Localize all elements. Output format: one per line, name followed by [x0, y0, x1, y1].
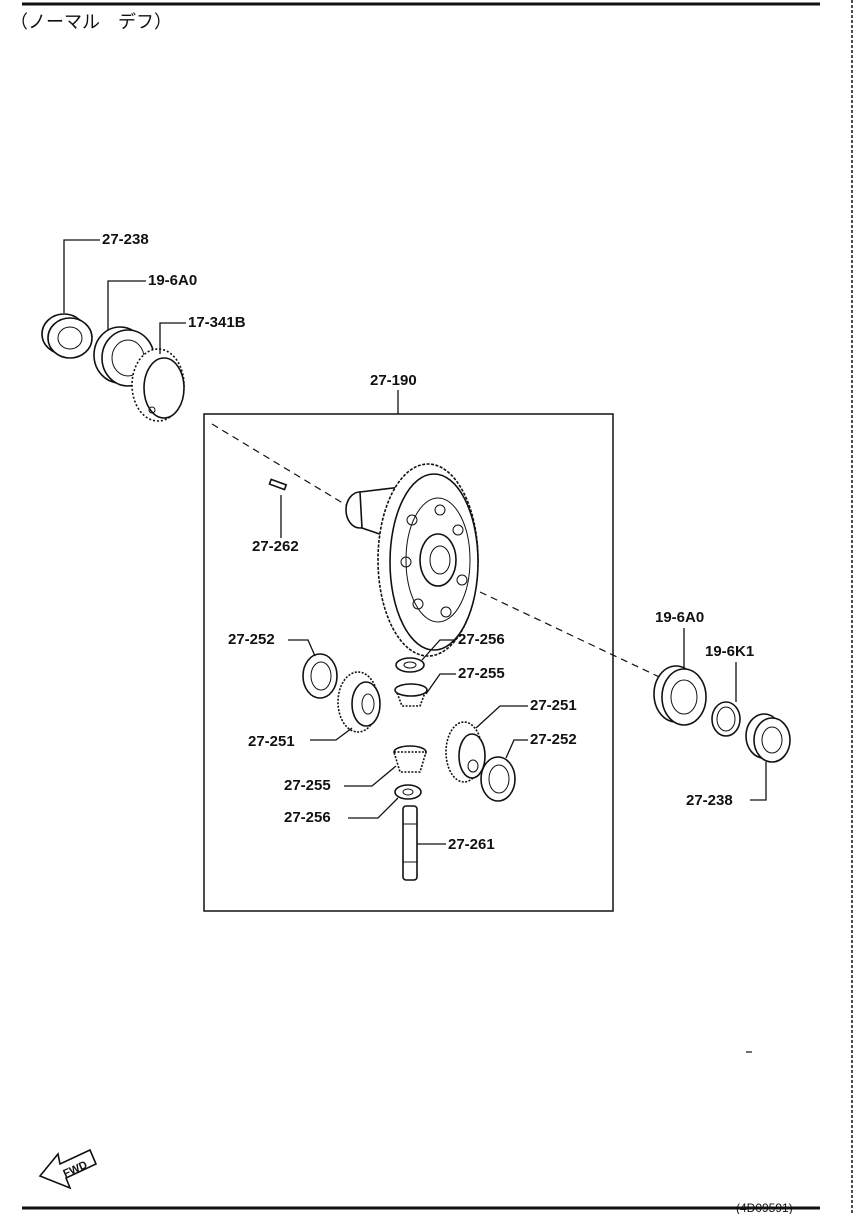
label-27-261: 27-261 — [448, 836, 495, 853]
thrust-washer-left[interactable] — [302, 653, 338, 699]
bearing-right[interactable] — [653, 665, 707, 726]
label-19-6K1: 19-6K1 — [705, 643, 754, 660]
bearing-outer-right[interactable] — [745, 713, 791, 763]
side-gear-left[interactable] — [337, 671, 381, 733]
leader-27-251-left — [310, 727, 353, 741]
label-19-6A0-left: 19-6A0 — [148, 272, 197, 289]
label-27-238-right: 27-238 — [686, 792, 733, 809]
shim-right-hole — [716, 706, 736, 732]
label-27-255-bottom: 27-255 — [284, 777, 331, 794]
pinion-washer-top-hole — [403, 661, 417, 669]
diff-assembly-box — [203, 413, 614, 912]
pinion-gear-bottom[interactable] — [392, 745, 428, 773]
leader-27-252-left — [288, 639, 316, 657]
label-27-252-right: 27-252 — [530, 731, 577, 748]
leader-27-255-top — [425, 673, 456, 695]
pinion-gear-top[interactable] — [394, 683, 428, 707]
label-27-256-top: 27-256 — [458, 631, 505, 648]
thrust-washer-right[interactable] — [480, 756, 516, 802]
diff-case-ring-gear[interactable] — [345, 463, 479, 657]
pinion-washer-top[interactable] — [395, 657, 425, 673]
thrust-washer-left-hole — [310, 661, 332, 691]
label-27-190: 27-190 — [370, 372, 417, 389]
leader-17-341B — [159, 322, 186, 354]
label-17-341B: 17-341B — [188, 314, 246, 331]
leader-27-251-right — [475, 705, 528, 729]
label-27-251-left: 27-251 — [248, 733, 295, 750]
bearing-outer-left[interactable] — [41, 313, 93, 359]
label-27-238-left: 27-238 — [102, 231, 149, 248]
figure-code: (4D09591) — [736, 1201, 793, 1214]
label-27-251-right: 27-251 — [530, 697, 577, 714]
leader-27-256-bottom — [348, 797, 399, 819]
leader-27-252-right — [505, 739, 528, 759]
leader-27-238-right — [750, 762, 767, 801]
pinion-washer-bottom[interactable] — [394, 784, 422, 800]
leader-27-255-bottom — [344, 765, 397, 787]
pinion-shaft[interactable] — [402, 805, 418, 881]
thrust-washer-right-hole — [488, 764, 510, 794]
label-27-262: 27-262 — [252, 538, 299, 555]
pinion-washer-bottom-hole — [402, 788, 414, 796]
side-gear-right[interactable] — [445, 721, 486, 783]
label-27-252-left: 27-252 — [228, 631, 275, 648]
shim-right[interactable] — [711, 701, 741, 737]
fwd-arrow-icon: FWD — [38, 1148, 98, 1190]
axis-line-right — [479, 591, 673, 684]
label-27-256-bottom: 27-256 — [284, 809, 331, 826]
label-27-255-top: 27-255 — [458, 665, 505, 682]
pin[interactable] — [268, 478, 288, 491]
label-19-6A0-right: 19-6A0 — [655, 609, 704, 626]
speedometer-gear[interactable] — [131, 348, 185, 422]
leader-19-6A0-left — [107, 280, 146, 330]
leader-27-238-left — [63, 239, 100, 313]
page-title: （ノーマル デフ） — [10, 12, 172, 33]
leader-27-256-top — [421, 639, 456, 661]
axis-line-left — [211, 423, 347, 506]
